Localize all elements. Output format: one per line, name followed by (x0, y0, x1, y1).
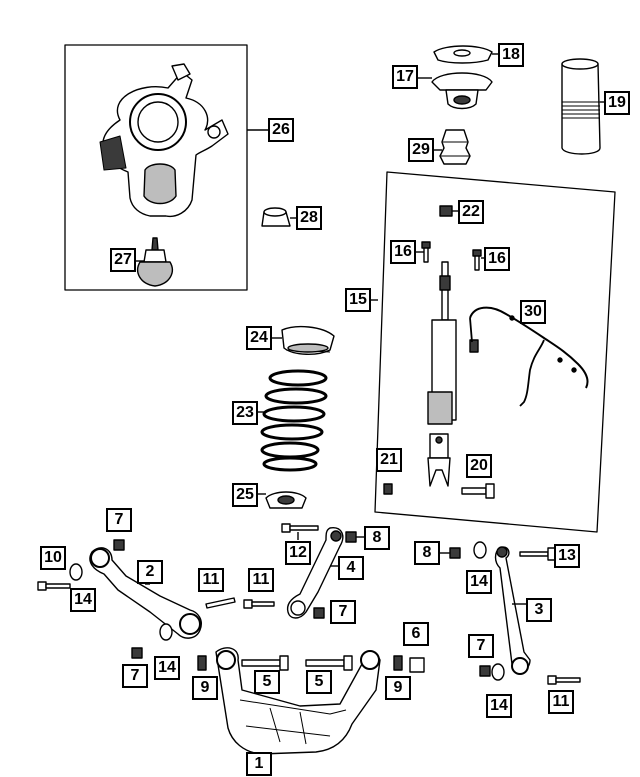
ball-joint-part[interactable] (137, 237, 173, 287)
cap-part-6[interactable] (409, 657, 425, 673)
callout-9a[interactable]: 9 (192, 676, 218, 700)
upper-mount-part[interactable] (431, 72, 493, 110)
callout-14b[interactable]: 14 (154, 656, 180, 680)
dust-boot-part[interactable] (561, 58, 601, 155)
callout-16b[interactable]: 16 (484, 247, 510, 271)
washer-part-14a[interactable] (69, 563, 83, 581)
callout-7a[interactable]: 7 (106, 508, 132, 532)
callout-14a[interactable]: 14 (70, 588, 96, 612)
nut-part-9b[interactable] (393, 655, 403, 671)
callout-3[interactable]: 3 (526, 598, 552, 622)
lower-arm-part-2[interactable] (89, 547, 202, 639)
callout-17[interactable]: 17 (392, 65, 418, 89)
callout-4[interactable]: 4 (338, 556, 364, 580)
callout-5a[interactable]: 5 (254, 670, 280, 694)
coil-spring-part[interactable] (260, 369, 328, 472)
callout-7c[interactable]: 7 (330, 600, 356, 624)
bolt-part-12[interactable] (281, 523, 319, 533)
callout-16a[interactable]: 16 (390, 240, 416, 264)
callout-30[interactable]: 30 (520, 300, 546, 324)
spring-isolator-part[interactable] (281, 325, 335, 355)
bolt-part-10[interactable] (37, 581, 71, 591)
washer-part-14d[interactable] (491, 663, 505, 681)
nut-part-7a[interactable] (113, 539, 125, 551)
callout-22[interactable]: 22 (458, 200, 484, 224)
callout-5b[interactable]: 5 (306, 670, 332, 694)
bolt-part-16-left[interactable] (421, 241, 431, 263)
upper-link-part-4[interactable] (286, 527, 344, 619)
callout-27[interactable]: 27 (110, 248, 136, 272)
callout-1[interactable]: 1 (246, 752, 272, 776)
lower-isolator-part[interactable] (265, 491, 307, 509)
callout-25[interactable]: 25 (232, 483, 258, 507)
callout-13[interactable]: 13 (554, 544, 580, 568)
bolt-part-20[interactable] (461, 483, 495, 499)
washer-part-14c[interactable] (473, 541, 487, 559)
callout-11b[interactable]: 11 (248, 568, 274, 592)
washer-part-14b[interactable] (159, 623, 173, 641)
callout-14d[interactable]: 14 (486, 694, 512, 718)
callout-26[interactable]: 26 (268, 118, 294, 142)
callout-11a[interactable]: 11 (198, 568, 224, 592)
bolt-part-11a[interactable] (205, 597, 236, 609)
callout-12[interactable]: 12 (285, 541, 311, 565)
nut-part-9a[interactable] (197, 655, 207, 671)
callout-14c[interactable]: 14 (466, 570, 492, 594)
callout-6[interactable]: 6 (403, 622, 429, 646)
callout-24[interactable]: 24 (246, 326, 272, 350)
callout-2[interactable]: 2 (137, 560, 163, 584)
nut-part-8-right[interactable] (449, 547, 461, 559)
nut-part-7d[interactable] (479, 665, 491, 677)
callout-7d[interactable]: 7 (468, 634, 494, 658)
callout-23[interactable]: 23 (232, 401, 258, 425)
nut-part-8-left[interactable] (345, 531, 357, 543)
shock-absorber-part[interactable] (427, 261, 457, 487)
nut-part-7c[interactable] (313, 607, 325, 619)
link-part-3[interactable] (494, 546, 531, 675)
callout-7b[interactable]: 7 (122, 664, 148, 688)
callout-11c[interactable]: 11 (548, 690, 574, 714)
knuckle-group-frame (64, 44, 248, 291)
callout-8a[interactable]: 8 (364, 526, 390, 550)
callout-20[interactable]: 20 (466, 454, 492, 478)
bolt-part-13[interactable] (519, 547, 557, 561)
bolt-part-11c[interactable] (547, 675, 581, 685)
callout-28[interactable]: 28 (296, 206, 322, 230)
bolt-part-5a[interactable] (241, 655, 289, 671)
nut-part-7b[interactable] (131, 647, 143, 659)
callout-9b[interactable]: 9 (385, 676, 411, 700)
callout-19[interactable]: 19 (604, 91, 630, 115)
shock-group-frame (374, 171, 616, 533)
nut-part-22[interactable] (439, 205, 453, 217)
mount-plate-part[interactable] (433, 45, 493, 64)
bump-stop-part[interactable] (439, 129, 471, 165)
callout-18[interactable]: 18 (498, 43, 524, 67)
callout-29[interactable]: 29 (408, 138, 434, 162)
callout-21[interactable]: 21 (376, 448, 402, 472)
callout-15[interactable]: 15 (345, 288, 371, 312)
crossmember-part-1[interactable] (215, 647, 381, 755)
bolt-part-5b[interactable] (305, 655, 353, 671)
callout-10[interactable]: 10 (40, 546, 66, 570)
nut-part-21[interactable] (383, 483, 393, 495)
bolt-part-11b[interactable] (243, 599, 275, 609)
nut-part-28[interactable] (261, 207, 291, 227)
bolt-part-16-right[interactable] (472, 249, 482, 271)
knuckle-part[interactable] (99, 63, 229, 218)
callout-8b[interactable]: 8 (414, 541, 440, 565)
wiring-harness-part[interactable] (469, 306, 589, 407)
